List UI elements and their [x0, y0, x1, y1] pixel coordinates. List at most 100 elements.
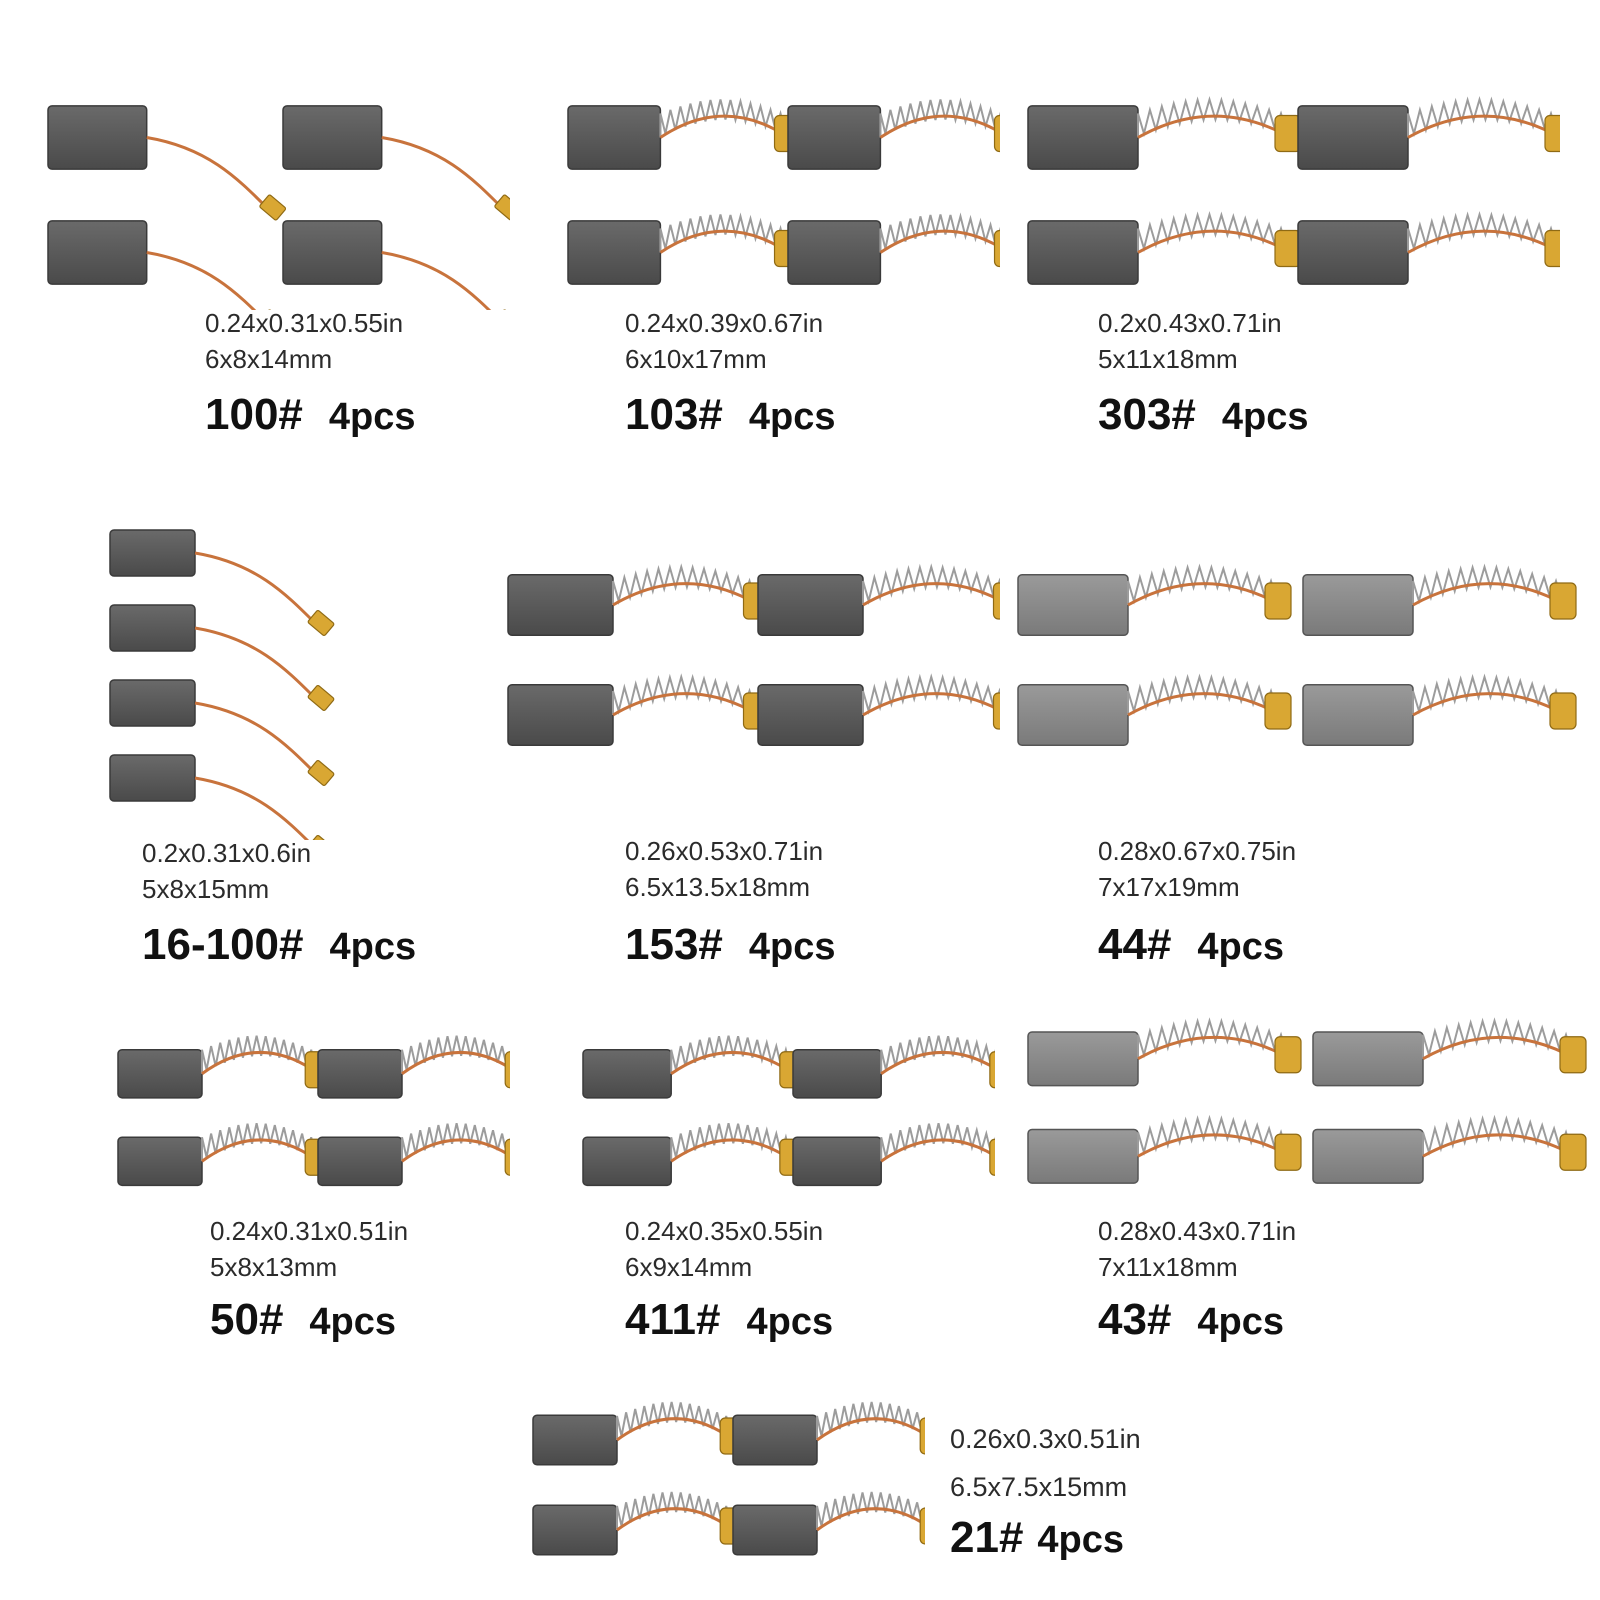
brush-group-image: [507, 563, 1000, 746]
product-44: 0.28x0.67x0.75in 7x17x19mm 44# 4pcs: [1010, 550, 1580, 970]
product-411: 0.24x0.35x0.55in 6x9x14mm 411# 4pcs: [575, 1030, 995, 1350]
carbon-brush: [282, 220, 510, 310]
brush-group-image: [117, 1035, 510, 1187]
carbon-brush: [787, 97, 1000, 170]
product-153: 0.26x0.53x0.71in 6.5x13.5x18mm 153# 4pcs: [500, 550, 1000, 970]
product-21-specs: 0.26x0.3x0.51in 6.5x7.5x15mm: [950, 1415, 1141, 1511]
size-inches: 0.24x0.31x0.51in: [210, 1216, 409, 1246]
carbon-brush: [117, 1035, 332, 1099]
product-21-code: 21# 4pcs: [950, 1513, 1124, 1563]
model-code: 21#: [950, 1513, 1024, 1562]
quantity: 4pcs: [1197, 1301, 1285, 1343]
carbon-brush: [792, 1035, 995, 1099]
carbon-brush: [582, 1035, 807, 1099]
quantity: 4pcs: [748, 396, 836, 438]
size-mm: 5x8x15mm: [142, 874, 270, 904]
carbon-brush: [582, 1123, 807, 1187]
model-code: 43#: [1098, 1295, 1172, 1344]
size-mm: 7x11x18mm: [1098, 1252, 1238, 1282]
carbon-brush: [507, 673, 771, 746]
carbon-brush: [1312, 1114, 1587, 1184]
product-16-100: 0.2x0.31x0.6in 5x8x15mm 16-100# 4pcs: [100, 520, 500, 970]
product-103: 0.24x0.39x0.67in 6x10x17mm 103# 4pcs: [560, 80, 1000, 450]
size-mm: 7x17x19mm: [1098, 872, 1240, 902]
brush-group-image: [582, 1035, 995, 1187]
quantity: 4pcs: [328, 396, 416, 438]
carbon-brush: [109, 604, 335, 711]
brush-group-image: [109, 529, 335, 840]
size-inches: 0.2x0.31x0.6in: [142, 838, 312, 868]
carbon-brush: [757, 673, 1000, 746]
carbon-brush: [1017, 673, 1292, 746]
quantity: 4pcs: [1197, 926, 1285, 968]
model-code: 100#: [205, 390, 303, 439]
carbon-brush: [1027, 210, 1302, 285]
size-mm: 6x8x14mm: [205, 344, 333, 374]
size-mm: 6.5x13.5x18mm: [625, 872, 810, 902]
product-43: 0.28x0.43x0.71in 7x11x18mm 43# 4pcs: [1020, 1010, 1590, 1350]
model-code: 50#: [210, 1295, 284, 1344]
carbon-brush: [47, 105, 287, 221]
quantity: 4pcs: [309, 1301, 397, 1343]
brush-group-image: [1027, 1017, 1587, 1184]
carbon-brush: [1297, 210, 1560, 285]
product-21: [525, 1395, 925, 1585]
carbon-brush: [47, 220, 287, 310]
quantity: 4pcs: [1221, 396, 1309, 438]
carbon-brush: [1297, 95, 1560, 170]
carbon-brush: [532, 1491, 747, 1556]
carbon-brush: [109, 529, 335, 636]
model-code: 303#: [1098, 390, 1196, 439]
carbon-brush: [787, 212, 1000, 285]
quantity: 4pcs: [329, 926, 417, 968]
carbon-brush: [532, 1401, 747, 1466]
carbon-brush: [117, 1123, 332, 1187]
size-inches: 0.24x0.31x0.55in: [205, 308, 404, 338]
product-50: 0.24x0.31x0.51in 5x8x13mm 50# 4pcs: [110, 1030, 510, 1350]
carbon-brush: [792, 1123, 995, 1187]
size-inches: 0.2x0.43x0.71in: [1098, 308, 1282, 338]
brush-group-image: [1027, 95, 1560, 285]
carbon-brush: [1302, 563, 1577, 636]
model-code: 44#: [1098, 920, 1172, 969]
size-inches: 0.26x0.3x0.51in: [950, 1424, 1141, 1454]
carbon-brush: [1027, 1114, 1302, 1184]
brush-group-image: [567, 97, 1000, 285]
size-mm: 6x10x17mm: [625, 344, 767, 374]
carbon-brush: [1017, 563, 1292, 636]
carbon-brush: [282, 105, 510, 221]
size-inches: 0.24x0.35x0.55in: [625, 1216, 824, 1246]
model-code: 103#: [625, 390, 723, 439]
carbon-brush: [1027, 95, 1302, 170]
carbon-brush: [1312, 1017, 1587, 1087]
size-mm: 6x9x14mm: [625, 1252, 753, 1282]
carbon-brush: [757, 563, 1000, 636]
brush-group-image: [1017, 563, 1577, 746]
size-mm: 6.5x7.5x15mm: [950, 1472, 1128, 1502]
model-code: 153#: [625, 920, 723, 969]
size-inches: 0.24x0.39x0.67in: [625, 308, 824, 338]
size-inches: 0.28x0.67x0.75in: [1098, 836, 1297, 866]
brush-group-image: [47, 105, 510, 310]
quantity: 4pcs: [746, 1301, 834, 1343]
carbon-brush: [317, 1123, 510, 1187]
model-code: 411#: [625, 1295, 721, 1344]
quantity: 4pcs: [1037, 1519, 1125, 1561]
carbon-brush: [317, 1035, 510, 1099]
size-mm: 5x8x13mm: [210, 1252, 338, 1282]
carbon-brush: [507, 563, 771, 636]
carbon-brush: [1027, 1017, 1302, 1087]
size-inches: 0.28x0.43x0.71in: [1098, 1216, 1297, 1246]
product-100: 0.24x0.31x0.55in 6x8x14mm 100# 4pcs: [40, 80, 510, 450]
product-303: 0.2x0.43x0.71in 5x11x18mm 303# 4pcs: [1020, 80, 1560, 450]
brush-group-image: [532, 1401, 925, 1556]
size-inches: 0.26x0.53x0.71in: [625, 836, 824, 866]
carbon-brush: [109, 754, 335, 840]
size-mm: 5x11x18mm: [1098, 344, 1238, 374]
quantity: 4pcs: [748, 926, 836, 968]
carbon-brush: [567, 97, 802, 170]
carbon-brush: [109, 679, 335, 786]
carbon-brush: [732, 1401, 925, 1466]
carbon-brush: [732, 1491, 925, 1556]
model-code: 16-100#: [142, 920, 304, 969]
